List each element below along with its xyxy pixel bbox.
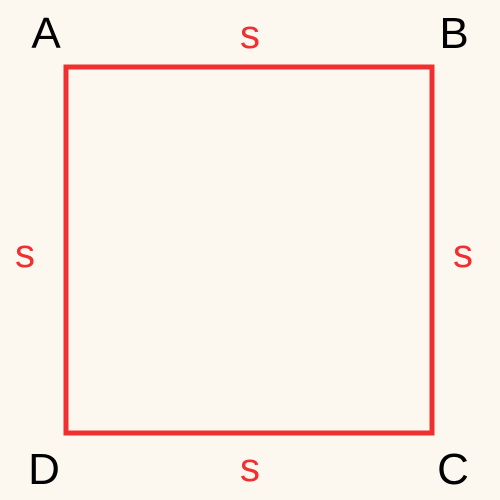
side-label-left: s [15,232,35,276]
side-label-top: s [240,13,260,57]
vertex-label-c: C [437,445,469,494]
vertex-label-a: A [31,9,61,58]
square-shape [63,64,435,436]
vertex-label-b: B [439,9,468,58]
side-label-bottom: s [240,446,260,490]
side-label-right: s [453,232,473,276]
vertex-label-d: D [28,445,60,494]
